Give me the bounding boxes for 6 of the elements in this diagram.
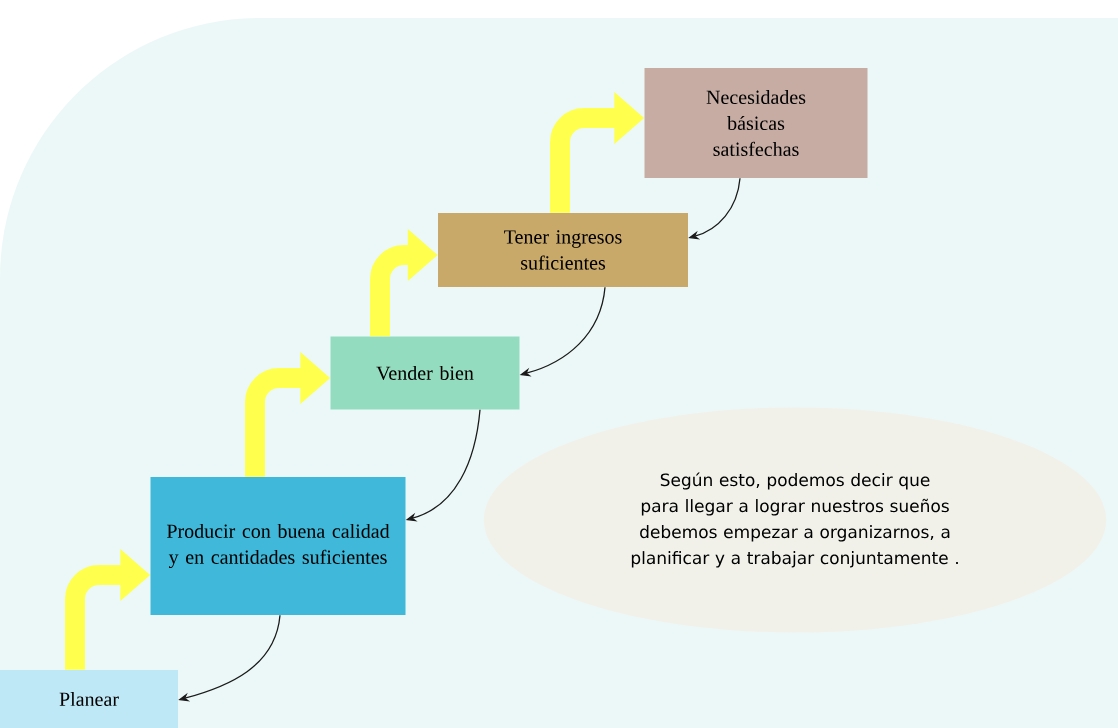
step-box: Vender bien — [330, 336, 520, 410]
step-box: Tener ingresos suficientes — [438, 213, 688, 287]
step-box: Producir con buena calidad y en cantidades suficientes — [150, 477, 406, 615]
speech-bubble: Según esto, podemos decir que para llegar a lograr nuestros sueños debemos empezar a organizarnos, a planificar y a trabajar conjuntamente . — [483, 407, 1107, 633]
step-box: Necesidades básicas satisfechas — [644, 68, 868, 178]
step-box: Planear — [0, 670, 178, 728]
